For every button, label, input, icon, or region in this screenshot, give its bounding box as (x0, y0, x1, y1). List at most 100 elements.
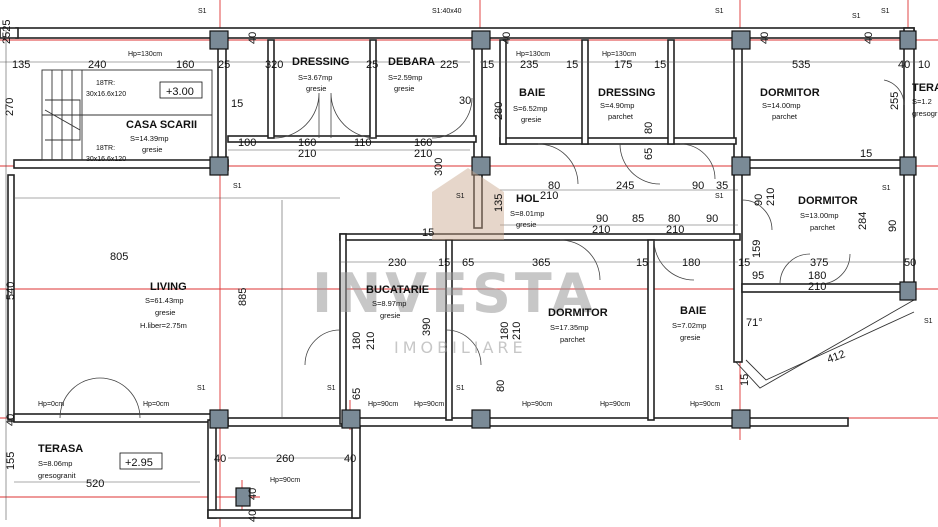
room-floor-baie-2: gresie (680, 333, 700, 342)
plan-label: 90 (753, 194, 765, 206)
plan-label: 30 (459, 95, 471, 107)
plan-label: Hp=90cm (690, 401, 720, 408)
plan-label: 35 (716, 180, 728, 192)
plan-label: 15 (422, 227, 434, 239)
plan-label: 210 (414, 148, 432, 160)
room-area-terasa-right: S=1.2 (912, 97, 932, 106)
window-height-notes: Hp=130cm Hp=130cm Hp=130cm Hp=0cm Hp=0cm… (38, 51, 720, 484)
plan-label: 90 (887, 220, 899, 232)
columns (209, 30, 917, 507)
room-floor-living: gresie (155, 308, 175, 317)
watermark: INVESTA IMOBILIARE (312, 168, 597, 357)
plan-label: 15 (739, 374, 751, 386)
plan-label: Hp=90cm (600, 401, 630, 408)
plan-label: S1 (198, 8, 207, 15)
plan-label: 520 (86, 478, 104, 490)
plan-label: 412 (826, 348, 847, 366)
plan-label: 40 (501, 32, 513, 44)
room-area-casa-scarii: S=14.39mp (130, 134, 169, 143)
watermark-brand: INVESTA (312, 262, 597, 325)
plan-label: 885 (237, 288, 249, 306)
plan-label: 235 (520, 59, 538, 71)
room-area-baie: S=6.52mp (513, 104, 547, 113)
column (899, 30, 917, 50)
plan-label: 805 (110, 251, 128, 263)
room-name-terasa-right: TERA (912, 82, 938, 94)
room-name-baie-2: BAIE (680, 305, 706, 317)
plan-label: 80 (643, 122, 655, 134)
plan-label: 18TR: (96, 80, 115, 87)
plan-label: 15 (860, 148, 872, 160)
plan-label: 540 (5, 282, 17, 300)
plan-label: 135 (12, 59, 30, 71)
plan-label: 30x16.6x120 (86, 91, 126, 98)
plan-label: 30x16.6x120 (86, 156, 126, 163)
room-name-terasa: TERASA (38, 443, 83, 455)
plan-label: S1 (852, 13, 861, 20)
column (341, 409, 361, 429)
plan-label: 390 (421, 318, 433, 336)
plan-label: 225 (440, 59, 458, 71)
room-floor-dressing: gresie (306, 84, 326, 93)
plan-label: 15 (738, 257, 750, 269)
dimension-numbers: 2525 135 240 160 25 320 25 225 15 235 15… (1, 20, 930, 522)
level-bottom: +2.95 (125, 457, 153, 469)
room-name-dormitor-1: DORMITOR (760, 87, 820, 99)
plan-label: 15 (566, 59, 578, 71)
plan-label: 180 (808, 270, 826, 282)
plan-label: 180 (682, 257, 700, 269)
column (209, 30, 229, 50)
plan-label: S1 (456, 193, 465, 200)
plan-label: 210 (666, 224, 684, 236)
plan-label: 10 (918, 59, 930, 71)
room-floor-hol: gresie (516, 220, 536, 229)
room-area-hol: S=8.01mp (510, 209, 544, 218)
plan-label: 40 (214, 453, 226, 465)
plan-label: 280 (493, 102, 505, 120)
plan-label: 270 (4, 98, 16, 116)
plan-label: 110 (354, 137, 372, 149)
plan-label: 210 (808, 281, 826, 293)
plan-label: Hp=130cm (516, 51, 550, 58)
room-floor-bucatarie: gresie (380, 311, 400, 320)
plan-label: 255 (889, 92, 901, 110)
plan-label: 90 (692, 180, 704, 192)
plan-label: Hp=90cm (522, 401, 552, 408)
plan-label: Hp=90cm (368, 401, 398, 408)
plan-label: 15 (482, 59, 494, 71)
dimension-lines (0, 30, 920, 520)
plan-label: S1 (881, 8, 890, 15)
plan-label: 40 (863, 32, 875, 44)
column (209, 409, 229, 429)
plan-label: S1 (715, 385, 724, 392)
column (899, 281, 917, 301)
room-floor-debara: gresie (394, 84, 414, 93)
plan-label: 210 (765, 188, 777, 206)
room-area-dormitor-1: S=14.00mp (762, 101, 801, 110)
room-area-terasa: S=8.06mp (38, 459, 72, 468)
plan-label: 40 (247, 510, 259, 522)
plan-label: 15 (636, 257, 648, 269)
plan-label: 300 (433, 158, 445, 176)
watermark-house-icon (432, 168, 504, 240)
room-floor-dormitor-1: parchet (772, 112, 798, 121)
plan-label: 160 (298, 137, 316, 149)
plan-label: S1:40x40 (432, 8, 462, 15)
plan-label: 230 (388, 257, 406, 269)
plan-label: 160 (414, 137, 432, 149)
column (899, 156, 917, 176)
plan-label: Hp=0cm (143, 401, 169, 408)
stair-notes: 18TR: 30x16.6x120 18TR: 30x16.6x120 (86, 80, 126, 163)
plan-label: 40 (5, 414, 17, 426)
level-top: +3.00 (166, 86, 194, 98)
plan-label: 284 (857, 212, 869, 230)
column (471, 156, 491, 176)
room-floor-terasa: gresogranit (38, 471, 76, 480)
plan-label: 210 (540, 190, 558, 202)
room-area-dressing-2: S=4.90mp (600, 101, 634, 110)
plan-label: S1 (456, 385, 465, 392)
plan-label: S1 (197, 385, 206, 392)
room-area-dressing: S=3.67mp (298, 73, 332, 82)
plan-label: Hp=90cm (414, 401, 444, 408)
room-name-debara: DEBARA (388, 56, 435, 68)
